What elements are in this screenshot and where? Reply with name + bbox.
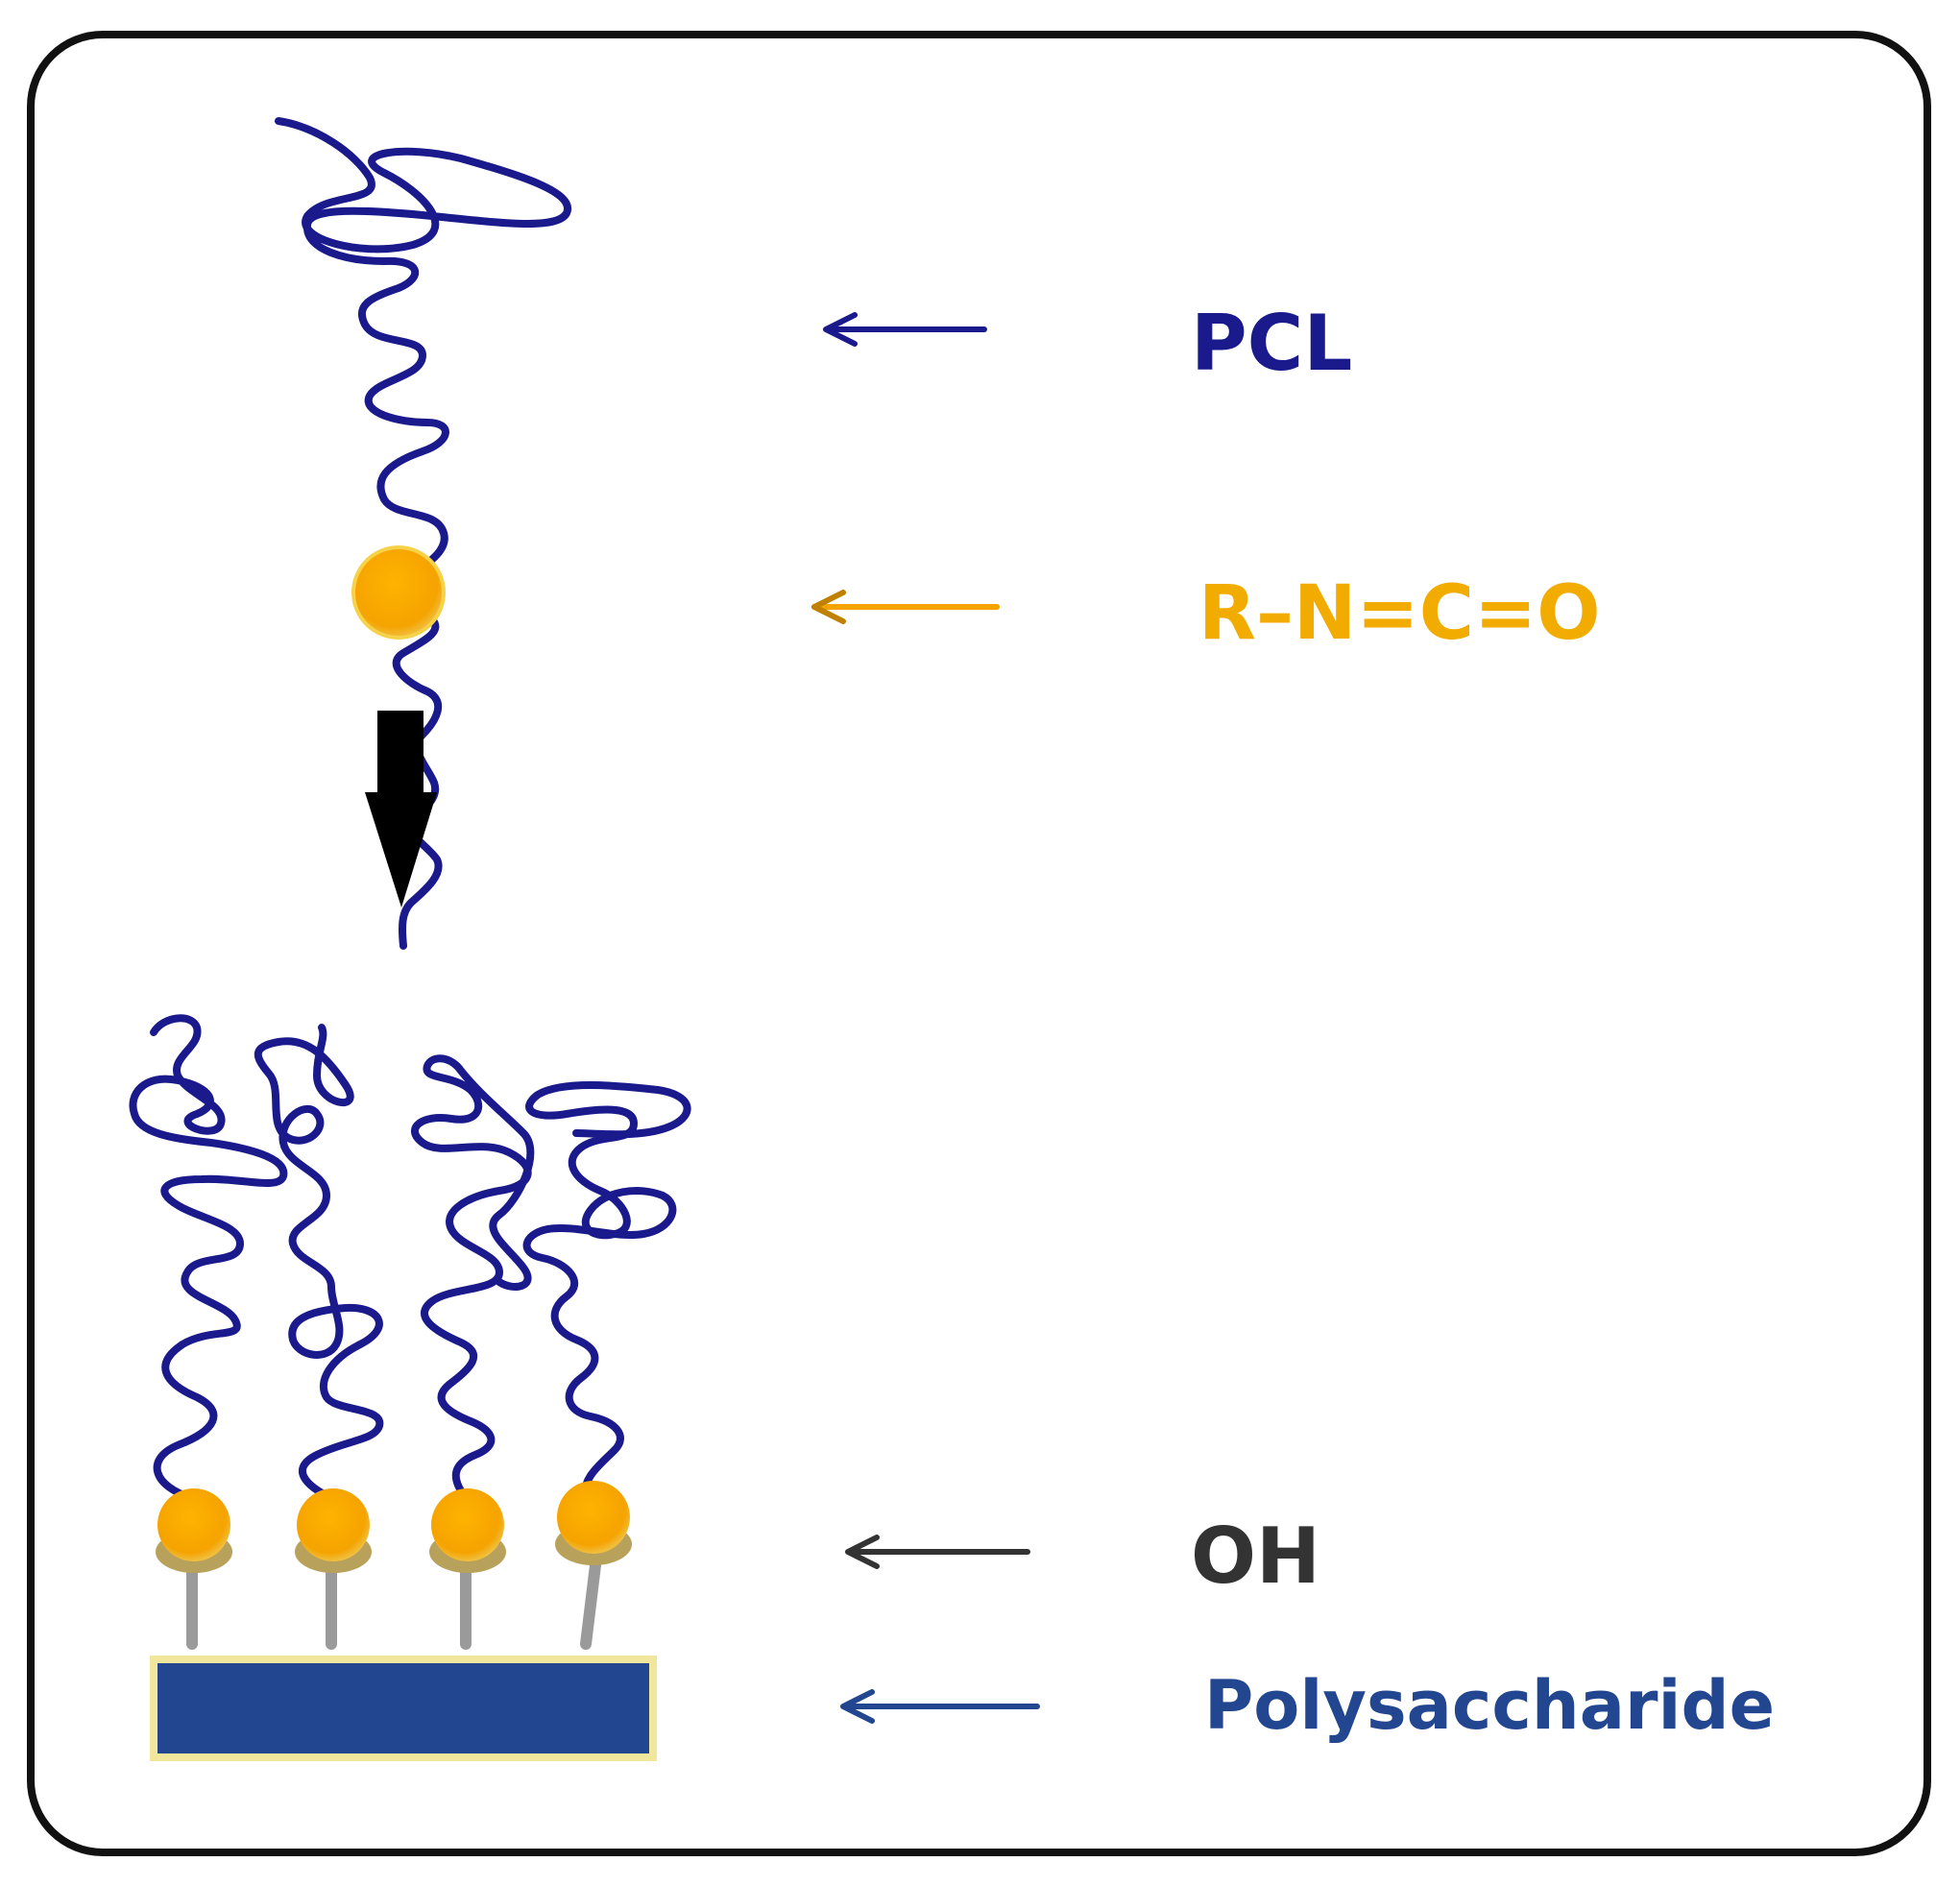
- oh-label: OH: [1191, 1511, 1320, 1601]
- pcl-chain-grafted-4: [522, 1081, 691, 1502]
- polysaccharide-label: Polysaccharide: [1204, 1666, 1775, 1745]
- isocyanate-label: R–N=C=O: [1198, 570, 1601, 657]
- reaction-arrow: [365, 711, 437, 907]
- pcl-brushes: [129, 1014, 691, 1502]
- isocyanate-bead: [351, 545, 446, 640]
- pcl-chain-grafted-2: [254, 1024, 384, 1502]
- oh-pointer-arrow: [845, 1535, 1030, 1569]
- pointer-arrows: [811, 312, 1040, 1724]
- bound-isocyanate-beads: [157, 1481, 630, 1561]
- bound-bead-4: [557, 1481, 630, 1554]
- pcl-chain-grafted-3: [411, 1054, 535, 1502]
- polysaccharide-pointer-arrow: [840, 1689, 1040, 1724]
- pcl-chain-free: [275, 117, 572, 950]
- bound-bead-1: [157, 1488, 230, 1561]
- isocyanate-pointer-arrow: [811, 590, 1000, 624]
- diagram-frame: [27, 31, 1931, 1856]
- linker-4: [580, 1560, 601, 1650]
- pcl-pointer-arrow: [823, 312, 987, 347]
- bound-bead-3: [431, 1488, 504, 1561]
- bound-bead-2: [297, 1488, 370, 1561]
- linker-sticks: [186, 1560, 601, 1650]
- pcl-label: PCL: [1191, 299, 1352, 388]
- polysaccharide-substrate: [150, 1656, 657, 1761]
- pcl-chain-grafted-1: [129, 1014, 288, 1502]
